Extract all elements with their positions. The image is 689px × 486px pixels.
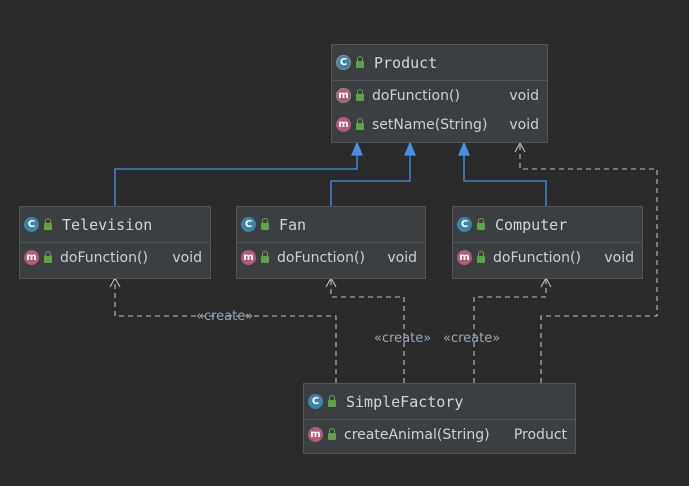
television-inherits-product (114, 155, 358, 206)
class-icon: C (24, 217, 39, 232)
product-member-setname[interactable]: m setName(String) void (332, 110, 547, 139)
member-name: doFunction() (277, 249, 365, 266)
lock-icon (328, 428, 336, 440)
lock-icon (477, 251, 485, 263)
method-icon: m (241, 250, 256, 265)
class-name: SimpleFactory (346, 392, 464, 411)
member-type: void (172, 249, 202, 266)
computer-class[interactable]: C Computer m doFunction() void (452, 206, 643, 279)
lock-icon (477, 218, 485, 230)
factory-creates-computer (473, 279, 547, 383)
member-type: void (509, 116, 539, 133)
simplefactory-member-createanimal[interactable]: m createAnimal(String) Product (304, 420, 575, 449)
simplefactory-header: C SimpleFactory (304, 384, 575, 420)
dependency-lines (114, 144, 658, 383)
class-icon: C (308, 394, 323, 409)
create-label-television: «create» (196, 309, 254, 324)
method-icon: m (457, 250, 472, 265)
lock-icon (356, 89, 364, 101)
factory-creates-television (114, 279, 337, 383)
class-icon: C (241, 217, 256, 232)
create-label-computer: «create» (443, 331, 501, 346)
class-name: Product (374, 53, 438, 72)
member-type: void (387, 249, 417, 266)
factory-returns-product (519, 144, 658, 383)
product-header: C Product (332, 45, 547, 81)
create-label-fan: «create» (374, 331, 432, 346)
computer-header: C Computer (453, 207, 642, 243)
product-member-dofunction[interactable]: m doFunction() void (332, 81, 547, 110)
class-icon: C (457, 217, 472, 232)
lock-icon (356, 118, 364, 130)
member-name: doFunction() (60, 249, 148, 266)
product-class[interactable]: C Product m doFunction() void m setName(… (331, 44, 548, 143)
fan-header: C Fan (237, 207, 425, 243)
fan-inherits-product (330, 155, 411, 206)
fan-class[interactable]: C Fan m doFunction() void (236, 206, 426, 279)
abstract-method-icon: m (336, 88, 351, 103)
class-name: Television (62, 215, 153, 234)
member-type: void (604, 249, 634, 266)
television-header: C Television (20, 207, 210, 243)
computer-member-dofunction[interactable]: m doFunction() void (453, 243, 642, 272)
inheritance-lines (114, 141, 547, 206)
member-name: createAnimal(String) (344, 426, 490, 443)
fan-member-dofunction[interactable]: m doFunction() void (237, 243, 425, 272)
lock-icon (44, 251, 52, 263)
open-arrowhead (514, 141, 526, 153)
method-icon: m (24, 250, 39, 265)
lock-icon (44, 218, 52, 230)
television-class[interactable]: C Television m doFunction() void (19, 206, 211, 279)
lock-icon (261, 251, 269, 263)
member-name: setName(String) (372, 116, 488, 133)
inheritance-arrowhead (404, 141, 416, 156)
simplefactory-class[interactable]: C SimpleFactory m createAnimal(String) P… (303, 383, 576, 454)
inheritance-arrowhead (351, 141, 363, 156)
inheritance-arrowhead (458, 141, 470, 156)
member-name: doFunction() (372, 87, 460, 104)
computer-inherits-product (463, 155, 547, 206)
member-name: doFunction() (493, 249, 581, 266)
lock-icon (328, 395, 336, 407)
class-name: Computer (495, 215, 568, 234)
class-name: Fan (279, 215, 307, 234)
television-member-dofunction[interactable]: m doFunction() void (20, 243, 210, 272)
lock-icon (261, 218, 269, 230)
method-icon: m (336, 117, 351, 132)
method-icon: m (308, 427, 323, 442)
member-type: Product (513, 426, 567, 443)
lock-icon (356, 56, 364, 68)
class-icon: C (336, 55, 351, 70)
member-type: void (509, 87, 539, 104)
